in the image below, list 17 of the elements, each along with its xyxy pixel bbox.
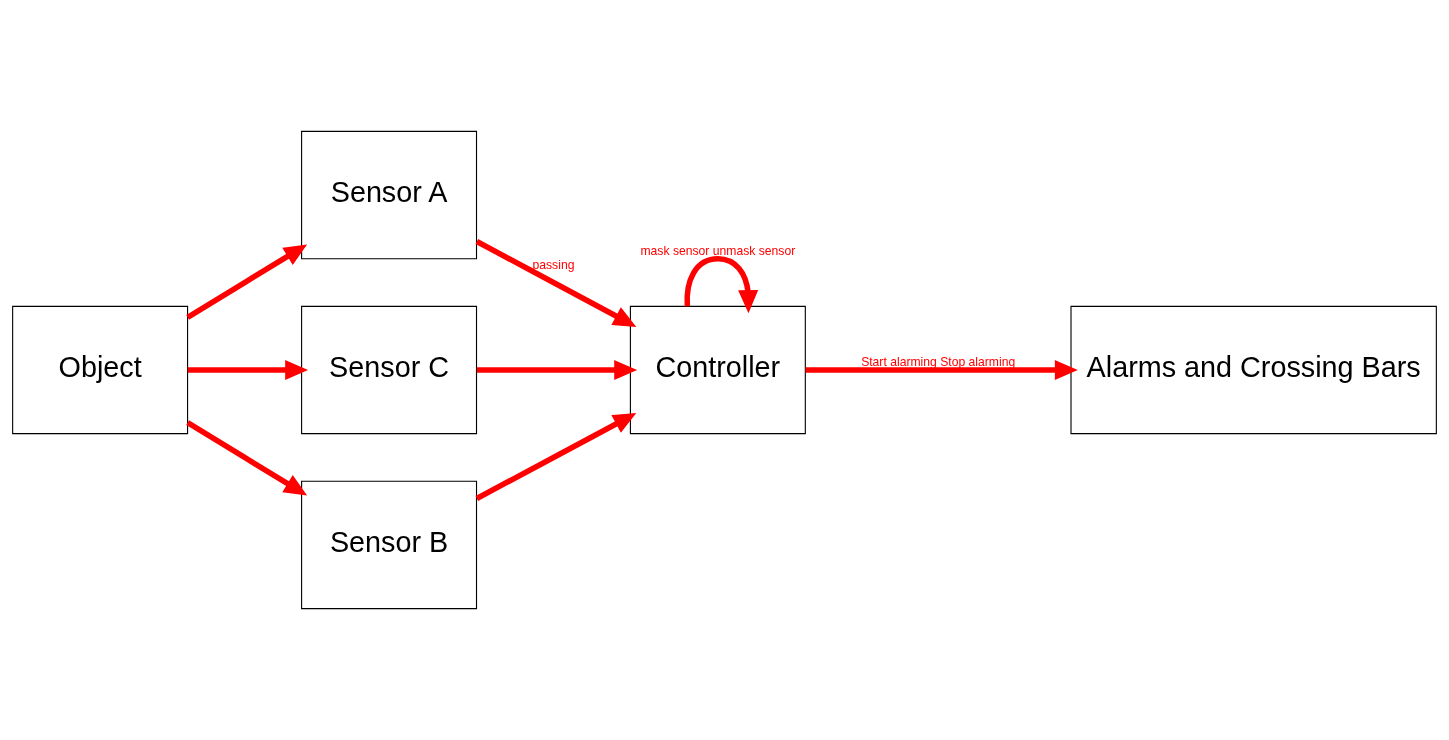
node-box: Sensor C [301,305,478,435]
node-box: Sensor A [301,130,478,260]
arrow [186,420,308,496]
arrow [476,359,638,381]
arrow [186,244,308,320]
arrow [684,255,759,314]
node-box: Controller [629,305,806,435]
node-box: Alarms and Crossing Bars [1070,305,1437,435]
arrow [187,359,309,381]
arrow [475,413,637,501]
arrow [475,239,637,327]
edge-label: passing [532,258,575,273]
node-box: Object [12,305,189,435]
edge-label: mask sensor unmask sensor [640,244,796,259]
node-box: Sensor B [301,480,478,610]
edge-label: Start alarming Stop alarming [861,355,1016,370]
arrow [805,359,1078,381]
